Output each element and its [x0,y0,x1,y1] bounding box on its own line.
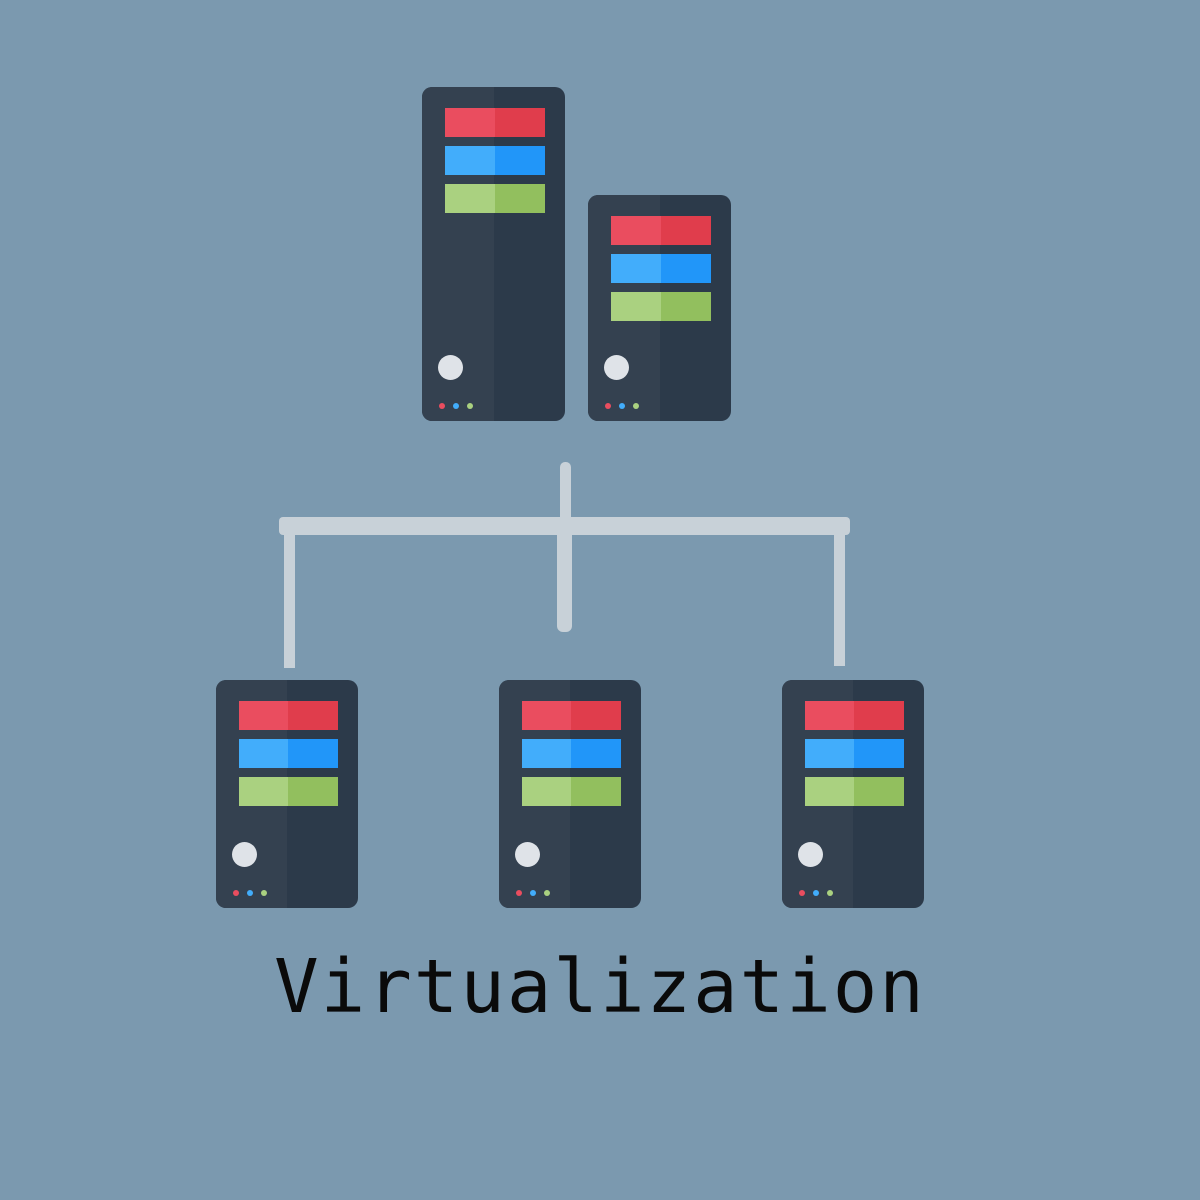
status-led-icon [633,403,639,409]
status-led-icon [516,890,522,896]
drive-bay-blue [610,254,711,283]
status-led-icon [530,890,536,896]
status-led-icon [827,890,833,896]
diagram-caption: Virtualization [274,944,926,1030]
status-led-icon [233,890,239,896]
connector-branch-left [284,530,295,668]
drive-bay-blue [238,739,339,768]
connector-trunk [560,462,571,522]
power-button-icon [604,355,629,380]
drive-bay-red [804,701,905,730]
status-led-icon [813,890,819,896]
status-led-icon [605,403,611,409]
virtual-server-2-icon [499,680,641,908]
power-button-icon [438,355,463,380]
drive-bay-green [238,777,339,806]
power-button-icon [232,842,257,867]
virtual-server-1-icon [216,680,358,908]
status-led-icon [453,403,459,409]
drive-bay-red [238,701,339,730]
drive-bay-blue [444,146,545,175]
status-led-icon [261,890,267,896]
power-button-icon [515,842,540,867]
status-led-icon [439,403,445,409]
connector-branch-right [834,530,845,666]
status-led-icon [247,890,253,896]
drive-bay-red [610,216,711,245]
drive-bay-green [804,777,905,806]
status-led-icon [544,890,550,896]
connector-crossbar [279,517,850,535]
status-led-icon [799,890,805,896]
drive-bay-red [444,108,545,137]
drive-bay-blue [521,739,622,768]
drive-bay-green [610,292,711,321]
host-server-small-icon [588,195,731,421]
virtual-server-3-icon [782,680,924,908]
host-server-large-icon [422,87,565,421]
drive-bay-green [521,777,622,806]
power-button-icon [798,842,823,867]
status-led-icon [467,403,473,409]
status-led-icon [619,403,625,409]
drive-bay-blue [804,739,905,768]
drive-bay-red [521,701,622,730]
connector-branch-center [557,530,572,632]
drive-bay-green [444,184,545,213]
